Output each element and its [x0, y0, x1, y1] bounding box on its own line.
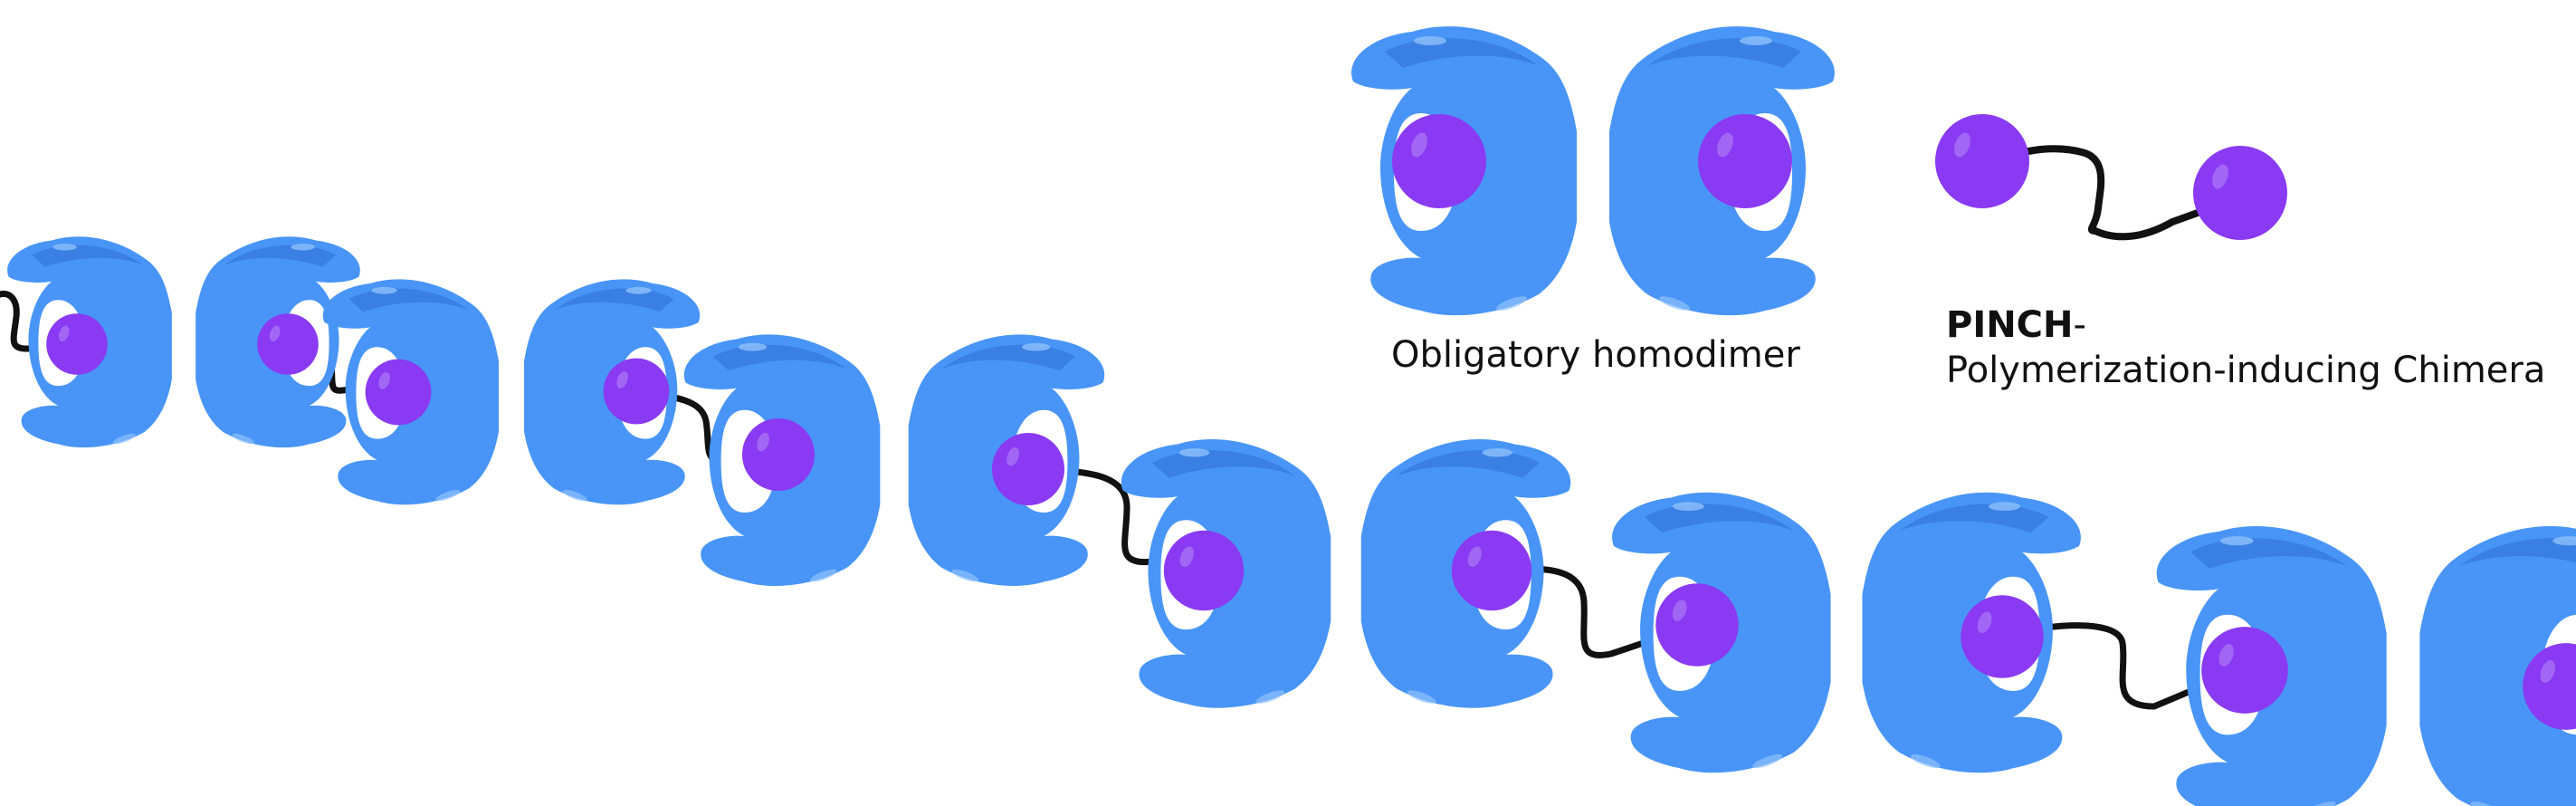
bead-1a: [46, 313, 108, 375]
pinch-label-line1: PINCH-: [1946, 304, 2086, 346]
bead-2a: [365, 359, 432, 426]
ligand-bead-left: [1392, 114, 1486, 208]
pinch-bead-right: [2193, 146, 2287, 240]
bead-5a: [1655, 583, 1739, 667]
dimer-label: Obligatory homodimer: [1391, 334, 1800, 376]
pinch-acronym: PINCH: [1946, 304, 2074, 346]
legend-dimer: Obligatory homodimer: [1351, 26, 1835, 376]
pinch-bead-left: [1935, 114, 2029, 208]
bead-4b: [1451, 530, 1532, 611]
bead-3b: [991, 432, 1065, 506]
bead-1b: [257, 313, 319, 375]
bead-5b: [1961, 595, 2044, 678]
bead-2b: [603, 358, 670, 425]
bead-6a: [2201, 627, 2288, 714]
bead-4a: [1163, 530, 1245, 611]
pinch-label-full: Polymerization-inducing Chimera: [1946, 350, 2545, 391]
legend-pinch: PINCH- Polymerization-inducing Chimera: [1935, 114, 2545, 391]
bead-3a: [741, 417, 816, 492]
pinch-linker: [1979, 145, 2244, 241]
polymer-chain: [0, 236, 2576, 806]
ligand-bead-right: [1698, 114, 1792, 208]
